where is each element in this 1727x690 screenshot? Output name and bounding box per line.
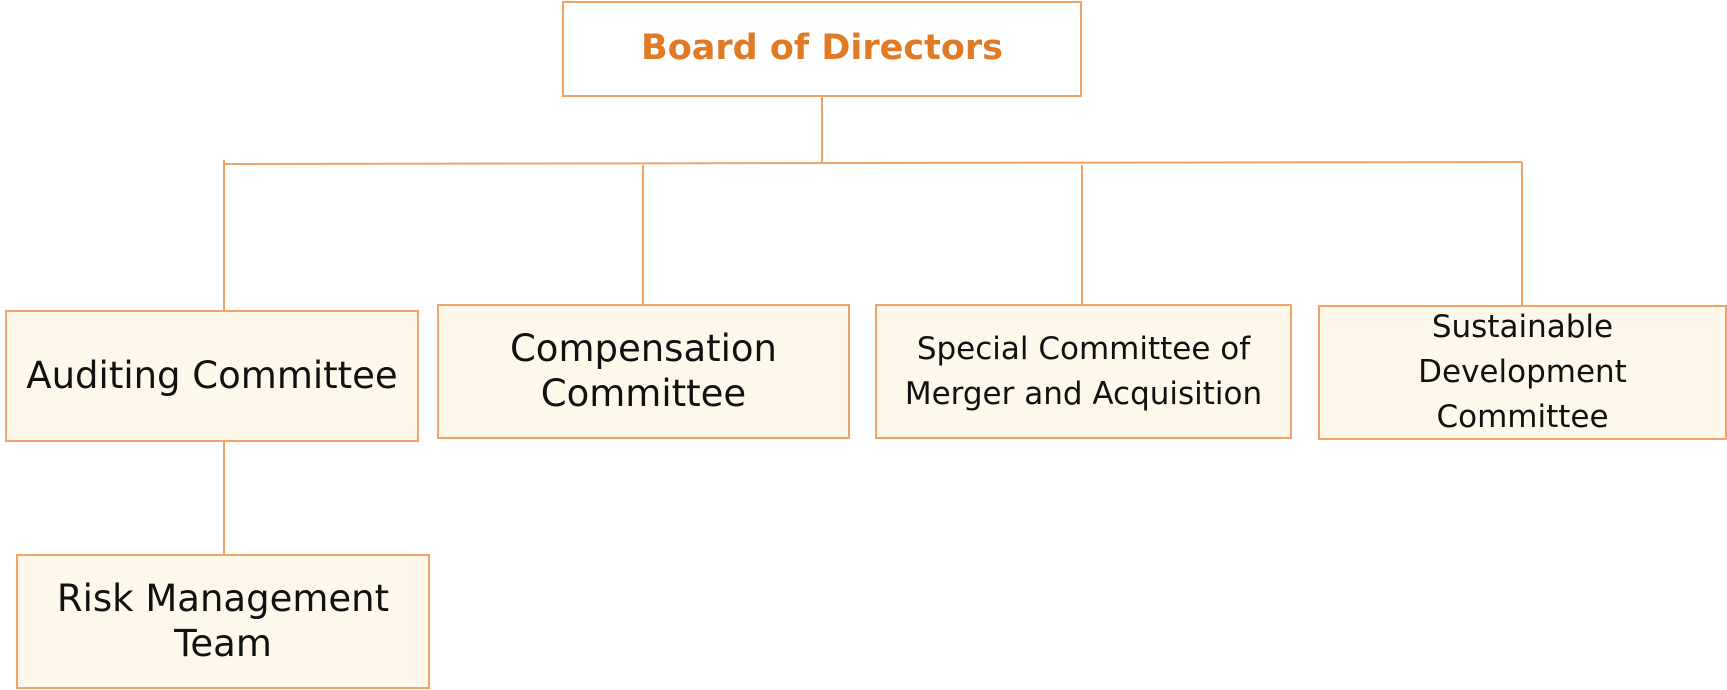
horizontal-bus-connector <box>223 161 1523 165</box>
auditing-committee-label: Auditing Committee <box>26 353 398 397</box>
risk-management-team-box: Risk Management Team <box>16 554 430 689</box>
auditing-committee-box: Auditing Committee <box>5 310 419 442</box>
compensation-committee-label: Compensation Committee <box>509 327 778 415</box>
sustainable-development-committee-label: Sustainable Development Committee <box>1418 309 1627 435</box>
risk-management-team-label: Risk Management Team <box>56 577 390 665</box>
board-of-directors-box: Board of Directors <box>562 1 1082 97</box>
merger-acquisition-committee-label: Special Committee of Merger and Acquisit… <box>904 330 1263 412</box>
sustainable-development-committee-box: Sustainable Development Committee <box>1318 305 1727 440</box>
board-of-directors-label: Board of Directors <box>641 28 1003 69</box>
compensation-committee-box: Compensation Committee <box>437 304 850 439</box>
merger-acquisition-committee-box: Special Committee of Merger and Acquisit… <box>875 304 1292 439</box>
